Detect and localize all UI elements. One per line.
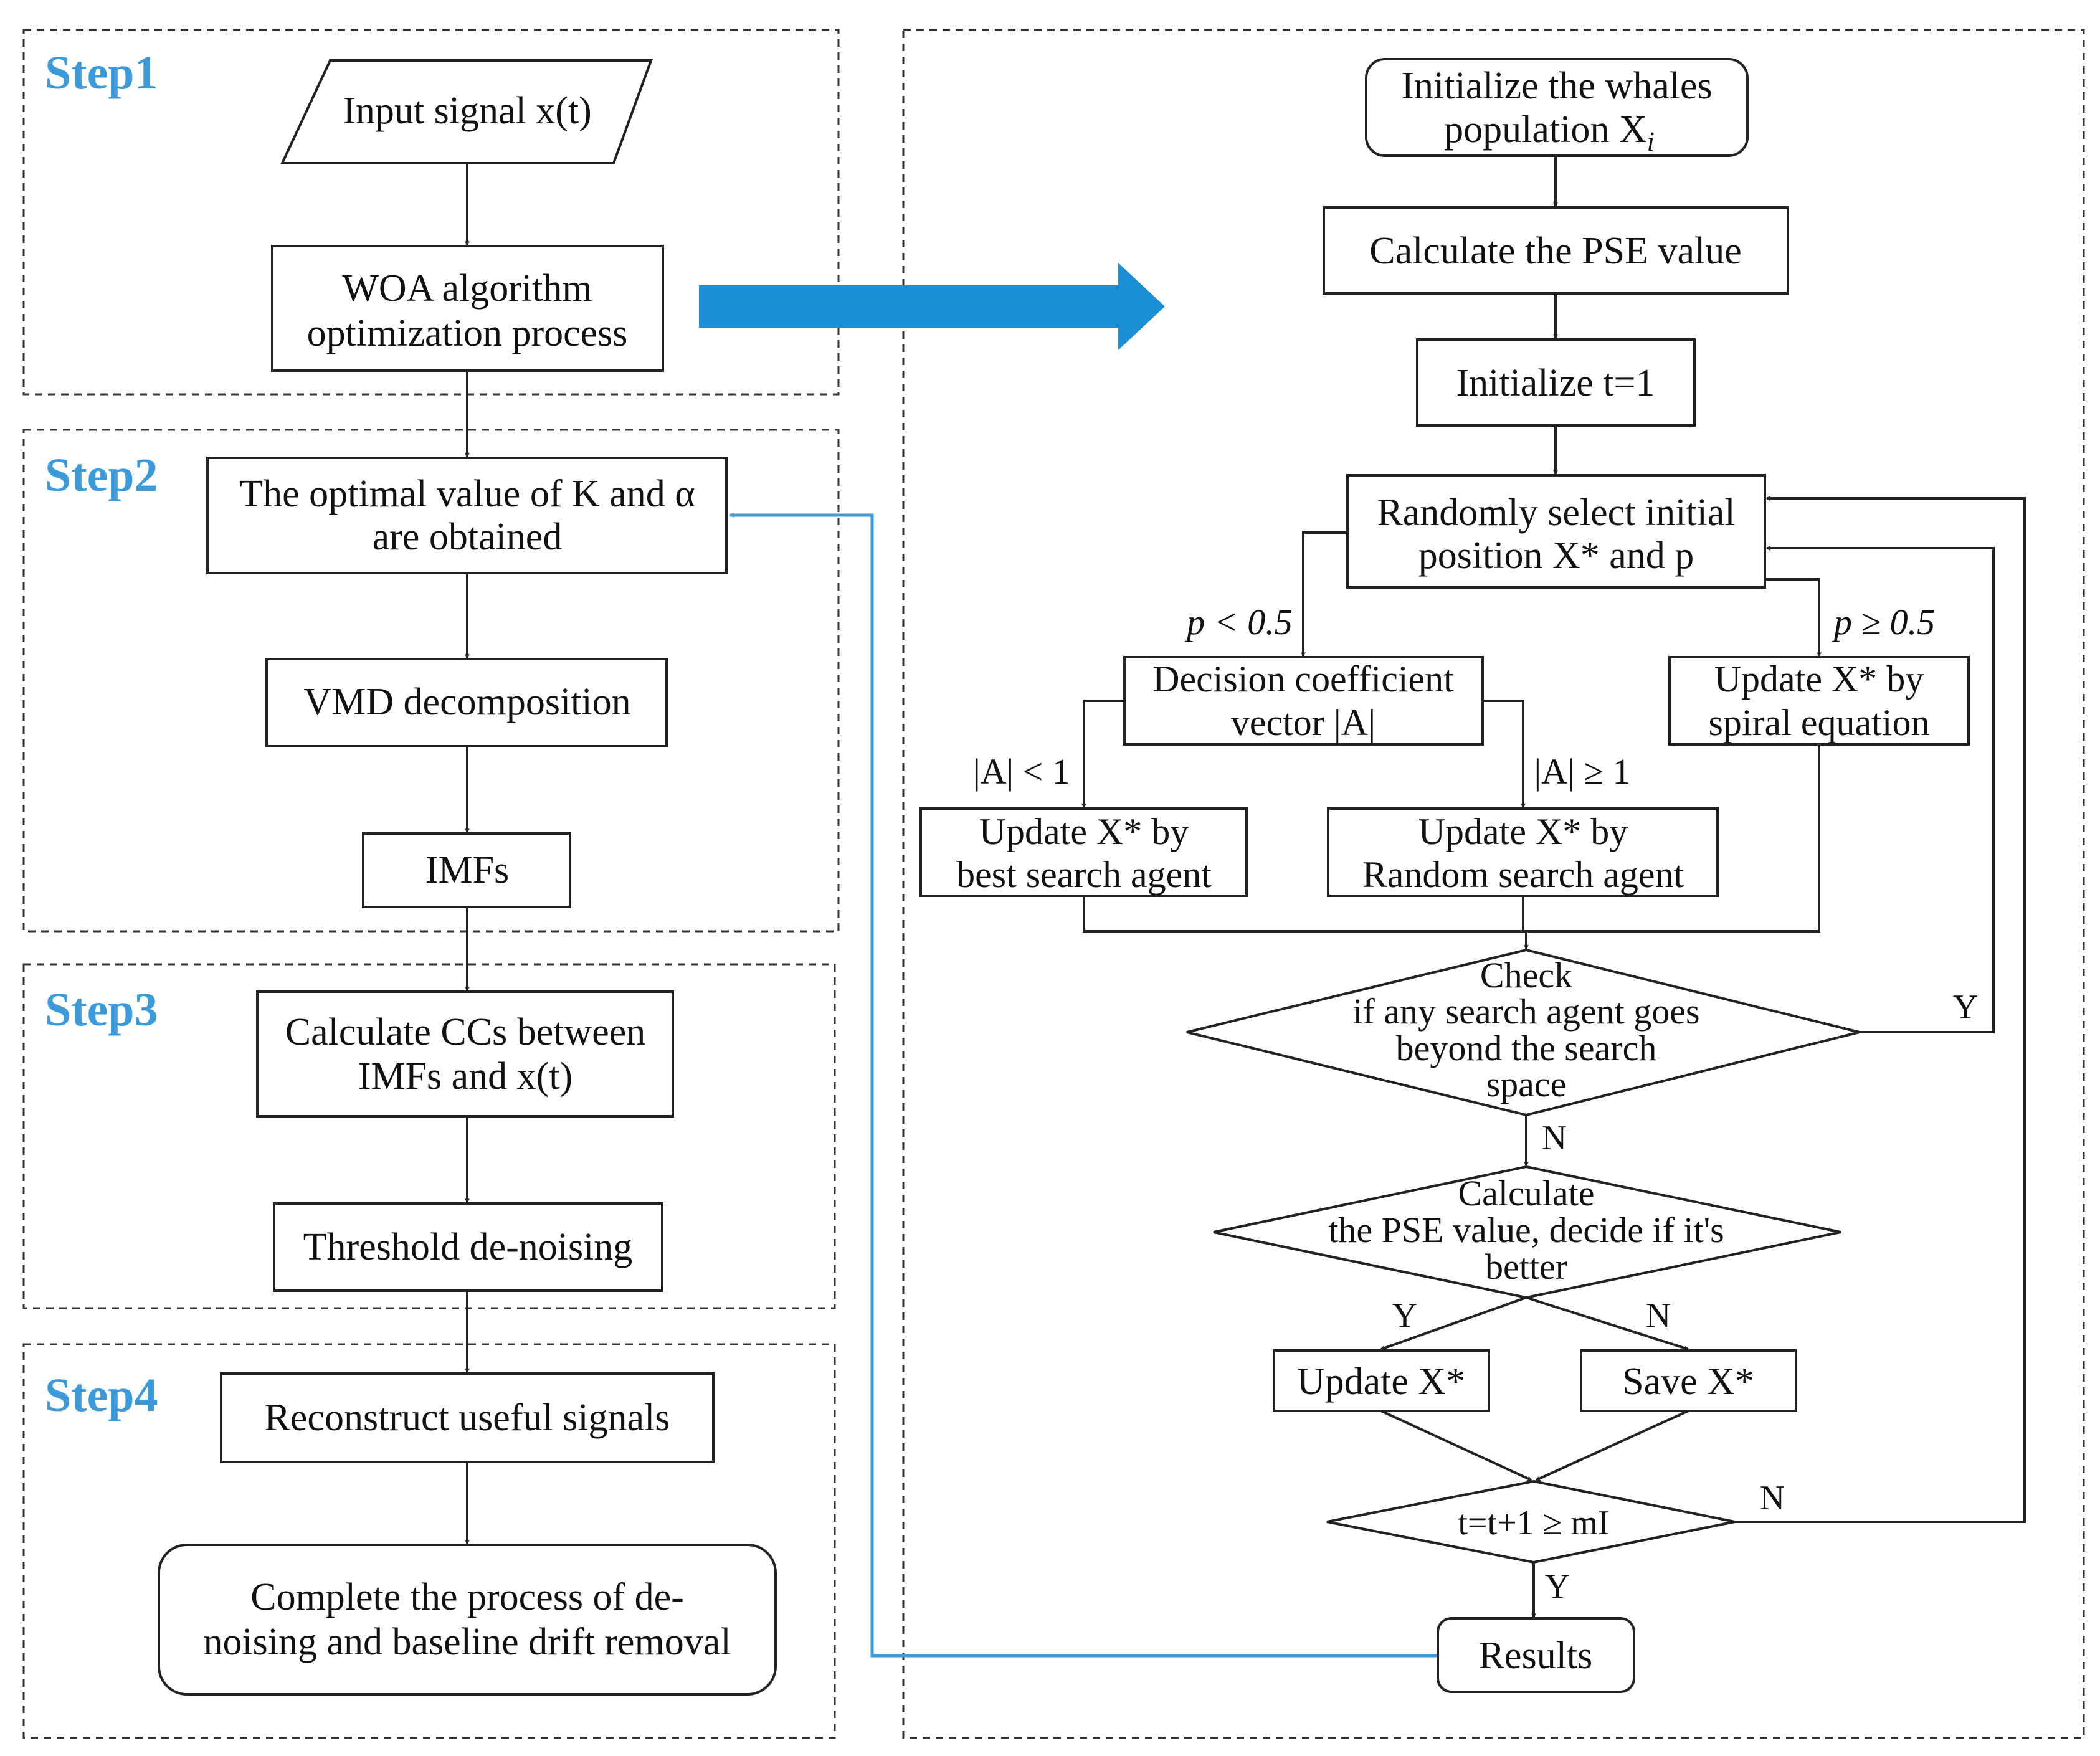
woa-process-node <box>271 245 664 372</box>
edge-random-spiral <box>1765 578 1819 656</box>
best-line1: Update X* by <box>979 811 1189 852</box>
step1-region <box>22 29 840 396</box>
vmd-text: VMD decomposition <box>303 681 630 723</box>
edge-results-to-optimal <box>730 515 1438 1658</box>
iter-yes-label: Y <box>1545 1567 1570 1606</box>
check-yes-label: Y <box>1953 988 1978 1027</box>
pse-text: Calculate the PSE value <box>1369 230 1741 272</box>
woa-process-region <box>902 29 2085 1739</box>
step2-label: Step2 <box>45 449 158 501</box>
edge-iter-no-loop <box>1735 498 2026 1523</box>
random-line2: position X* and p <box>1418 534 1694 577</box>
woa-line2: optimization process <box>307 312 628 354</box>
reconstruct-node <box>220 1372 715 1463</box>
cc-line1: Calculate CCs between <box>285 1011 646 1053</box>
random-line1: Randomly select initial <box>1377 491 1735 534</box>
update-x-node <box>1273 1349 1490 1412</box>
step4-region <box>22 1343 836 1739</box>
init-line2: population Xi <box>1444 108 1655 157</box>
edge-decision-randagent <box>1483 700 1523 807</box>
calc-pse-node <box>1323 206 1789 295</box>
calc-cc-node <box>256 990 674 1118</box>
save-text: Save X* <box>1622 1360 1754 1403</box>
complete-node <box>158 1544 777 1696</box>
input-signal-text: Input signal x(t) <box>343 90 592 132</box>
check-line3: beyond the search <box>1396 1028 1657 1068</box>
rand-agent-line1: Update X* by <box>1418 811 1628 852</box>
p-less-label: p < 0.5 <box>1184 602 1293 642</box>
input-signal-node <box>280 59 653 164</box>
update-text: Update X* <box>1297 1360 1465 1403</box>
threshold-text: Threshold de-noising <box>303 1226 633 1268</box>
rand-agent-line2: Random search agent <box>1362 854 1684 895</box>
optimal-line2: are obtained <box>373 516 563 558</box>
optimal-params-node <box>206 457 728 574</box>
results-node <box>1437 1617 1635 1693</box>
a-less-label: |A| < 1 <box>973 751 1070 792</box>
step3-label: Step3 <box>45 984 158 1036</box>
spiral-line1: Update X* by <box>1714 658 1924 700</box>
calc-no-label: N <box>1646 1296 1671 1335</box>
iter-text: t=t+1 ≥ mI <box>1458 1504 1609 1542</box>
save-x-node <box>1580 1349 1797 1412</box>
optimal-line1: The optimal value of K and α <box>239 473 695 515</box>
edge-best-merge <box>1083 744 1820 933</box>
step1-label: Step1 <box>45 47 158 99</box>
edge-random-decision <box>1303 531 1347 656</box>
expand-arrow <box>699 263 1165 350</box>
check-line4: space <box>1486 1064 1567 1104</box>
edge-update-iter <box>1380 1410 1531 1481</box>
init-t-text: Initialize t=1 <box>1456 362 1655 404</box>
imfs-text: IMFs <box>425 849 509 891</box>
random-select-node <box>1346 474 1766 589</box>
calc-line2: the PSE value, decide if it's <box>1328 1210 1724 1250</box>
init-subscript: i <box>1647 126 1655 157</box>
imfs-node <box>362 832 571 908</box>
calc-yes-label: Y <box>1392 1296 1417 1335</box>
step2-region <box>22 429 840 933</box>
calc-line3: better <box>1485 1246 1567 1287</box>
check-line1: Check <box>1480 955 1572 995</box>
best-line2: best search agent <box>956 854 1212 895</box>
complete-line1: Complete the process of de- <box>250 1576 684 1618</box>
cc-line2: IMFs and x(t) <box>358 1055 573 1098</box>
step4-label: Step4 <box>45 1369 158 1421</box>
decision-line2: vector |A| <box>1231 702 1375 743</box>
check-line2: if any search agent goes <box>1352 991 1699 1032</box>
calc-line1: Calculate <box>1458 1173 1594 1213</box>
iter-no-label: N <box>1760 1479 1785 1517</box>
decision-line1: Decision coefficient <box>1152 658 1454 700</box>
step3-region <box>22 963 836 1309</box>
edge-calc-yes <box>1381 1296 1527 1350</box>
decision-node <box>1123 656 1484 746</box>
edge-check-yes-loop <box>1767 548 1995 1033</box>
init-t-node <box>1416 338 1696 427</box>
complete-line2: noising and baseline drift removal <box>203 1621 731 1663</box>
edge-calc-no <box>1526 1296 1688 1349</box>
p-greater-label: p ≥ 0.5 <box>1832 602 1935 642</box>
a-greater-label: |A| ≥ 1 <box>1534 751 1631 792</box>
init-line1: Initialize the whales <box>1401 65 1712 107</box>
edge-decision-best <box>1084 700 1124 807</box>
edge-save-iter <box>1536 1410 1689 1481</box>
results-text: Results <box>1479 1635 1593 1677</box>
woa-line1: WOA algorithm <box>342 267 592 310</box>
check-no-label: N <box>1542 1119 1567 1157</box>
reconstruct-text: Reconstruct useful signals <box>265 1397 670 1439</box>
spiral-line2: spiral equation <box>1709 702 1930 743</box>
